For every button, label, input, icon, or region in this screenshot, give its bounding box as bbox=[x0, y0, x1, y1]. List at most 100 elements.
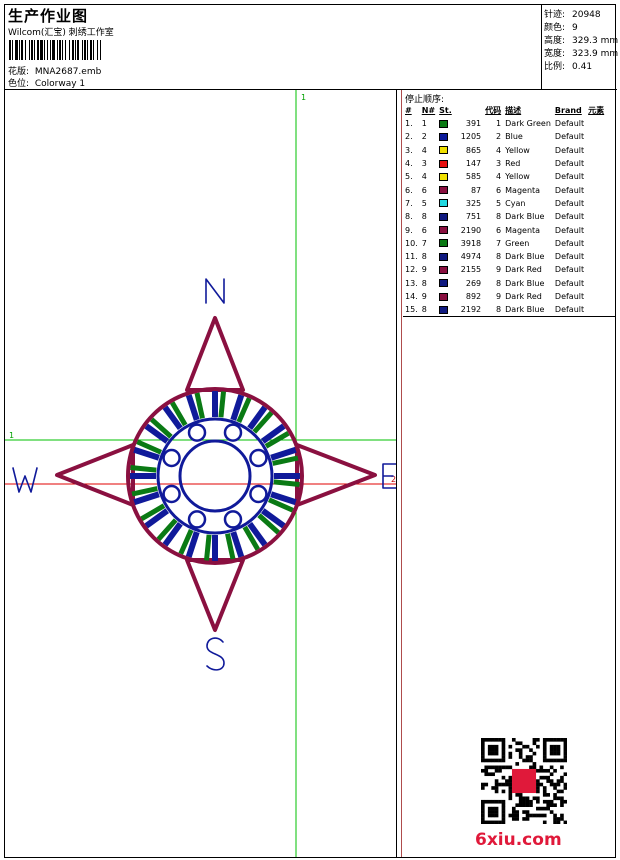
qr-module bbox=[511, 806, 516, 811]
ring-segment-blue bbox=[133, 491, 160, 506]
qr-module bbox=[481, 758, 485, 763]
qr-module bbox=[487, 806, 492, 811]
qr-module bbox=[553, 748, 557, 752]
qr-module bbox=[515, 741, 520, 746]
letter-n-glyph bbox=[205, 278, 225, 304]
qr-module bbox=[525, 755, 530, 759]
barcode-bar bbox=[15, 40, 18, 60]
document-subtitle: Wilcom(汇宝) 刺绣工作室 bbox=[8, 28, 114, 38]
cell-idx: 1. bbox=[405, 119, 413, 129]
stat-height: 高度:329.3 mm bbox=[544, 36, 619, 46]
qr-module bbox=[508, 782, 513, 787]
qr-module bbox=[501, 789, 506, 794]
qr-module bbox=[515, 810, 520, 814]
qr-module bbox=[536, 768, 540, 773]
ring-segment-blue bbox=[247, 405, 268, 431]
qr-module bbox=[501, 799, 506, 804]
qr-module bbox=[505, 782, 509, 787]
qr-module bbox=[481, 782, 485, 787]
qr-module bbox=[542, 738, 547, 742]
column-header: St. bbox=[439, 106, 452, 115]
ring-segment-blue bbox=[162, 521, 183, 547]
qr-module bbox=[539, 813, 544, 818]
cell-n: 2 bbox=[421, 132, 427, 142]
qr-module bbox=[542, 744, 547, 749]
color-swatch-cell: 3918 bbox=[437, 237, 483, 250]
cell-n: 7 bbox=[421, 238, 427, 248]
cell-brand: Default bbox=[554, 172, 585, 182]
qr-module bbox=[491, 820, 495, 824]
cell-idx: 11. bbox=[405, 252, 418, 262]
ring-segment-green bbox=[252, 410, 274, 434]
qr-module bbox=[491, 751, 495, 756]
star-point-west bbox=[55, 443, 135, 507]
qr-module bbox=[546, 738, 550, 742]
ring-segment-blue bbox=[185, 531, 200, 558]
qr-module bbox=[494, 768, 499, 773]
cell-brand: Default bbox=[554, 252, 585, 262]
column-header: 元素 bbox=[588, 106, 605, 115]
color-swatch bbox=[439, 305, 449, 314]
qr-module bbox=[539, 782, 544, 787]
qr-module bbox=[481, 813, 485, 818]
ring-segment-blue bbox=[247, 521, 268, 547]
cell-brand: Default bbox=[554, 185, 585, 195]
qr-module bbox=[498, 782, 502, 787]
qr-module bbox=[501, 738, 506, 742]
ring-segment-green bbox=[272, 455, 299, 466]
qr-module bbox=[542, 755, 547, 759]
ring-hole bbox=[162, 448, 181, 468]
guide-marker-top: 1 bbox=[301, 93, 306, 102]
qr-module bbox=[536, 813, 540, 818]
qr-module bbox=[515, 748, 520, 752]
qr-module bbox=[556, 817, 561, 821]
cell-desc: Dark Green bbox=[505, 119, 551, 129]
ring-segment-green bbox=[194, 392, 205, 419]
qr-module bbox=[556, 758, 561, 763]
qr-module bbox=[501, 748, 506, 752]
barcode-bar bbox=[34, 40, 35, 60]
qr-module bbox=[501, 755, 506, 759]
qr-module bbox=[560, 789, 564, 794]
qr-module bbox=[481, 810, 485, 814]
cell-code: 7 bbox=[496, 238, 502, 248]
cell-idx: 14. bbox=[405, 292, 418, 301]
qr-module bbox=[553, 768, 557, 773]
qr-module bbox=[546, 803, 550, 807]
cell-desc: Dark Blue bbox=[505, 278, 545, 288]
cell-brand: Default bbox=[554, 278, 585, 288]
sequence-title: 停止顺序: bbox=[405, 95, 445, 105]
qr-module bbox=[487, 748, 492, 752]
qr-module bbox=[532, 762, 537, 766]
barcode-bar bbox=[40, 40, 43, 60]
qr-module bbox=[556, 751, 561, 756]
letter-e-glyph bbox=[382, 463, 396, 489]
qr-module bbox=[553, 782, 557, 787]
qr-module bbox=[515, 817, 520, 821]
color-swatch-cell: 2190 bbox=[437, 223, 483, 236]
guide-marker-right: 2 bbox=[391, 475, 396, 484]
cell-desc: Dark Blue bbox=[505, 305, 545, 315]
design-file-value: MNA2687.emb bbox=[34, 67, 102, 77]
qr-module bbox=[539, 768, 544, 773]
qr-module bbox=[542, 806, 547, 811]
qr-module bbox=[556, 782, 561, 787]
ring-segment-blue bbox=[133, 446, 160, 461]
qr-module bbox=[501, 810, 506, 814]
ring-segment-green bbox=[267, 497, 294, 513]
qr-module bbox=[498, 765, 502, 770]
qr-module bbox=[508, 789, 513, 794]
qr-module bbox=[529, 755, 533, 759]
ring-segment-green bbox=[149, 417, 173, 439]
qr-module bbox=[491, 813, 495, 818]
cell-brand: Default bbox=[554, 212, 585, 222]
qr-module bbox=[494, 748, 499, 752]
barcode-bar bbox=[50, 40, 51, 60]
color-swatch bbox=[439, 146, 449, 155]
qr-module bbox=[549, 738, 554, 742]
barcode-bar bbox=[69, 40, 70, 60]
cell-desc: Red bbox=[505, 159, 521, 169]
